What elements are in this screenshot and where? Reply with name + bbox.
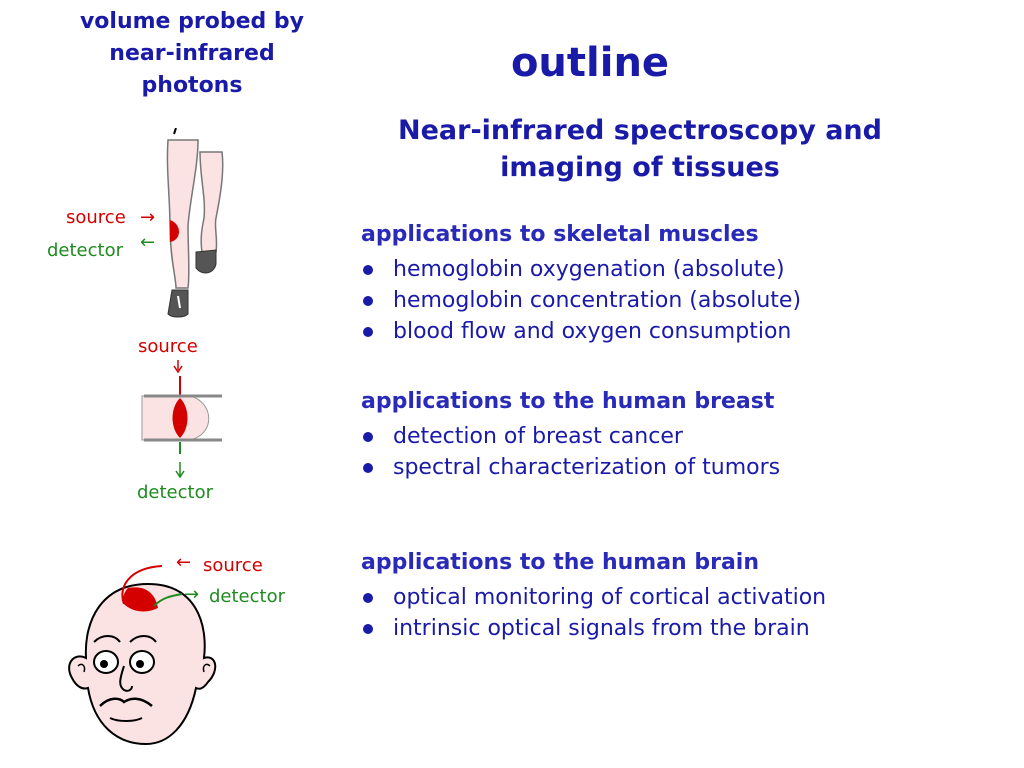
legs-detector-arrow-icon: ← xyxy=(140,232,156,253)
bullet-list: optical monitoring of cortical activatio… xyxy=(361,582,826,644)
head-detector-arrow-icon: → xyxy=(184,584,200,605)
subtitle-line-1: Near-infrared spectroscopy and xyxy=(398,115,882,146)
bullet-icon xyxy=(363,432,373,442)
list-item-text: detection of breast cancer xyxy=(393,424,683,449)
bullet-list: hemoglobin oxygenation (absolute) hemogl… xyxy=(361,254,801,347)
list-item: spectral characterization of tumors xyxy=(361,452,780,483)
list-item: hemoglobin concentration (absolute) xyxy=(361,285,801,316)
head-source-arrow-icon: ← xyxy=(176,552,192,573)
list-item-text: spectral characterization of tumors xyxy=(393,455,781,480)
section-heading: applications to the human breast xyxy=(361,389,775,414)
bullet-icon xyxy=(363,463,373,473)
head-source-label: source xyxy=(203,555,263,576)
bullet-icon xyxy=(363,593,373,603)
bullet-icon xyxy=(363,265,373,275)
list-item: blood flow and oxygen consumption xyxy=(361,316,801,347)
subtitle-line-2: imaging of tissues xyxy=(500,152,780,183)
list-item: detection of breast cancer xyxy=(361,421,780,452)
breast-detector-label: detector xyxy=(137,482,213,503)
page-subtitle: Near-infrared spectroscopy and imaging o… xyxy=(330,112,950,186)
section-heading: applications to the human brain xyxy=(361,550,760,575)
breast-source-label: source xyxy=(138,336,198,357)
legs-illustration xyxy=(166,128,224,318)
list-item-text: hemoglobin concentration (absolute) xyxy=(393,288,802,313)
section-human-breast: applications to the human breast detecti… xyxy=(361,387,780,483)
legs-detector-label: detector xyxy=(47,240,123,261)
list-item-text: blood flow and oxygen consumption xyxy=(393,319,792,344)
side-title-line-3: photons xyxy=(141,73,243,98)
legs-source-label: source xyxy=(66,207,126,228)
list-item: hemoglobin oxygenation (absolute) xyxy=(361,254,801,285)
breast-illustration xyxy=(141,360,222,479)
list-item-text: optical monitoring of cortical activatio… xyxy=(393,585,827,610)
list-item: intrinsic optical signals from the brain xyxy=(361,613,826,644)
side-title: volume probed by near-infrared photons xyxy=(52,6,332,102)
legs-source-arrow-icon: → xyxy=(140,207,156,228)
bullet-icon xyxy=(363,296,373,306)
side-title-line-1: volume probed by xyxy=(79,9,305,34)
section-human-brain: applications to the human brain optical … xyxy=(361,548,826,644)
bullet-list: detection of breast cancer spectral char… xyxy=(361,421,780,483)
list-item-text: intrinsic optical signals from the brain xyxy=(393,616,810,641)
bullet-icon xyxy=(363,327,373,337)
side-title-line-2: near-infrared xyxy=(109,41,275,66)
section-skeletal-muscles: applications to skeletal muscles hemoglo… xyxy=(361,220,801,347)
head-illustration xyxy=(68,565,217,746)
bullet-icon xyxy=(363,624,373,634)
section-heading: applications to skeletal muscles xyxy=(361,222,759,247)
head-detector-label: detector xyxy=(209,586,285,607)
list-item-text: hemoglobin oxygenation (absolute) xyxy=(393,257,785,282)
list-item: optical monitoring of cortical activatio… xyxy=(361,582,826,613)
page-title: outline xyxy=(510,40,670,86)
